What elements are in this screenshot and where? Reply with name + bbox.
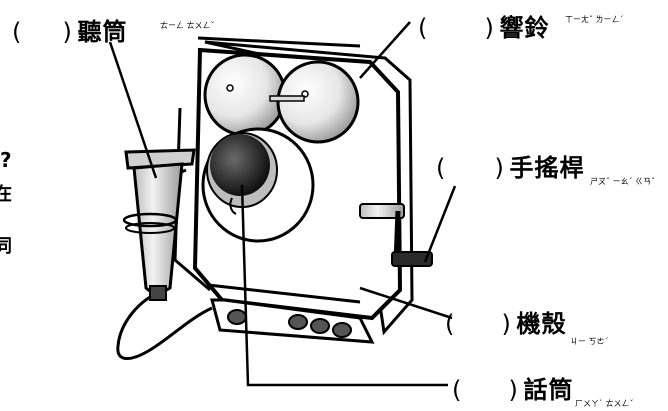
paren-close: ) (508, 376, 518, 404)
label-mouthpiece: ( ) 話筒 (452, 370, 573, 405)
label-casing-text: 機殼 (516, 310, 567, 338)
label-crank: ( ) 手搖桿 (436, 148, 584, 183)
zhuyin-2: ㄧㄠˊ (612, 177, 633, 186)
zhuyin-crank: ㄕㄡˇ ㄧㄠˊ ㄍㄢˇ (590, 176, 655, 187)
leader-mouthpiece (240, 184, 448, 387)
zhuyin-2: ㄊㄨㄥˇ (605, 399, 634, 408)
crank-handle (359, 203, 433, 267)
leader-casing (359, 286, 453, 320)
paren-open: ( (418, 14, 428, 42)
bell-bar (269, 95, 305, 102)
label-receiver-text: 聽筒 (77, 18, 128, 46)
left-fragment-1: ? (0, 148, 12, 172)
receiver (122, 148, 196, 301)
label-bells: ( ) 響鈴 (418, 8, 549, 43)
left-fragment-2: 在 (0, 184, 12, 205)
label-crank-text: 手搖桿 (509, 154, 585, 182)
zhuyin-casing: ㄐㄧ ㄎㄜˊ (570, 336, 609, 347)
phone-cord (116, 290, 213, 360)
label-mouthpiece-text: 話筒 (523, 376, 574, 404)
leader-bells (359, 21, 411, 79)
zhuyin-1: ㄊㄧㄥ (160, 21, 184, 30)
leader-receiver (108, 41, 158, 179)
paren-open: ( (445, 310, 455, 338)
bell-left (203, 53, 287, 137)
zhuyin-mouthpiece: ㄏㄨㄚˋ ㄊㄨㄥˇ (575, 398, 634, 409)
paren-open: ( (452, 376, 462, 404)
zhuyin-receiver: ㄊㄧㄥ ㄊㄨㄥˇ (160, 20, 215, 31)
zhuyin-2: ㄎㄜˊ (588, 337, 609, 346)
leader-crank (423, 185, 457, 263)
zhuyin-1: ㄕㄡˇ (590, 177, 610, 186)
label-bells-text: 響鈴 (499, 14, 550, 42)
bell-right (276, 60, 360, 144)
zhuyin-2: ㄌㄧㄥˊ (595, 15, 624, 24)
zhuyin-1: ㄏㄨㄚˋ (575, 399, 603, 408)
paren-close: ) (501, 310, 511, 338)
base-buttons (227, 309, 352, 338)
paren-open: ( (12, 18, 22, 46)
label-casing: ( ) 機殼 (445, 304, 566, 339)
left-fragment-3: 同 (0, 236, 12, 257)
paren-open: ( (436, 154, 446, 182)
zhuyin-2: ㄊㄨㄥˇ (186, 21, 215, 30)
label-receiver: ( ) 聽筒 (12, 12, 127, 47)
paren-close: ) (62, 18, 72, 46)
zhuyin-bells: ㄒㄧㄤˇ ㄌㄧㄥˊ (565, 14, 624, 25)
mouthpiece (201, 127, 315, 243)
leader-lines (108, 21, 457, 387)
paren-close: ) (484, 14, 494, 42)
paren-close: ) (494, 154, 504, 182)
zhuyin-1: ㄐㄧ (570, 337, 586, 346)
zhuyin-1: ㄒㄧㄤˇ (565, 15, 593, 24)
zhuyin-3: ㄍㄢˇ (635, 177, 656, 186)
